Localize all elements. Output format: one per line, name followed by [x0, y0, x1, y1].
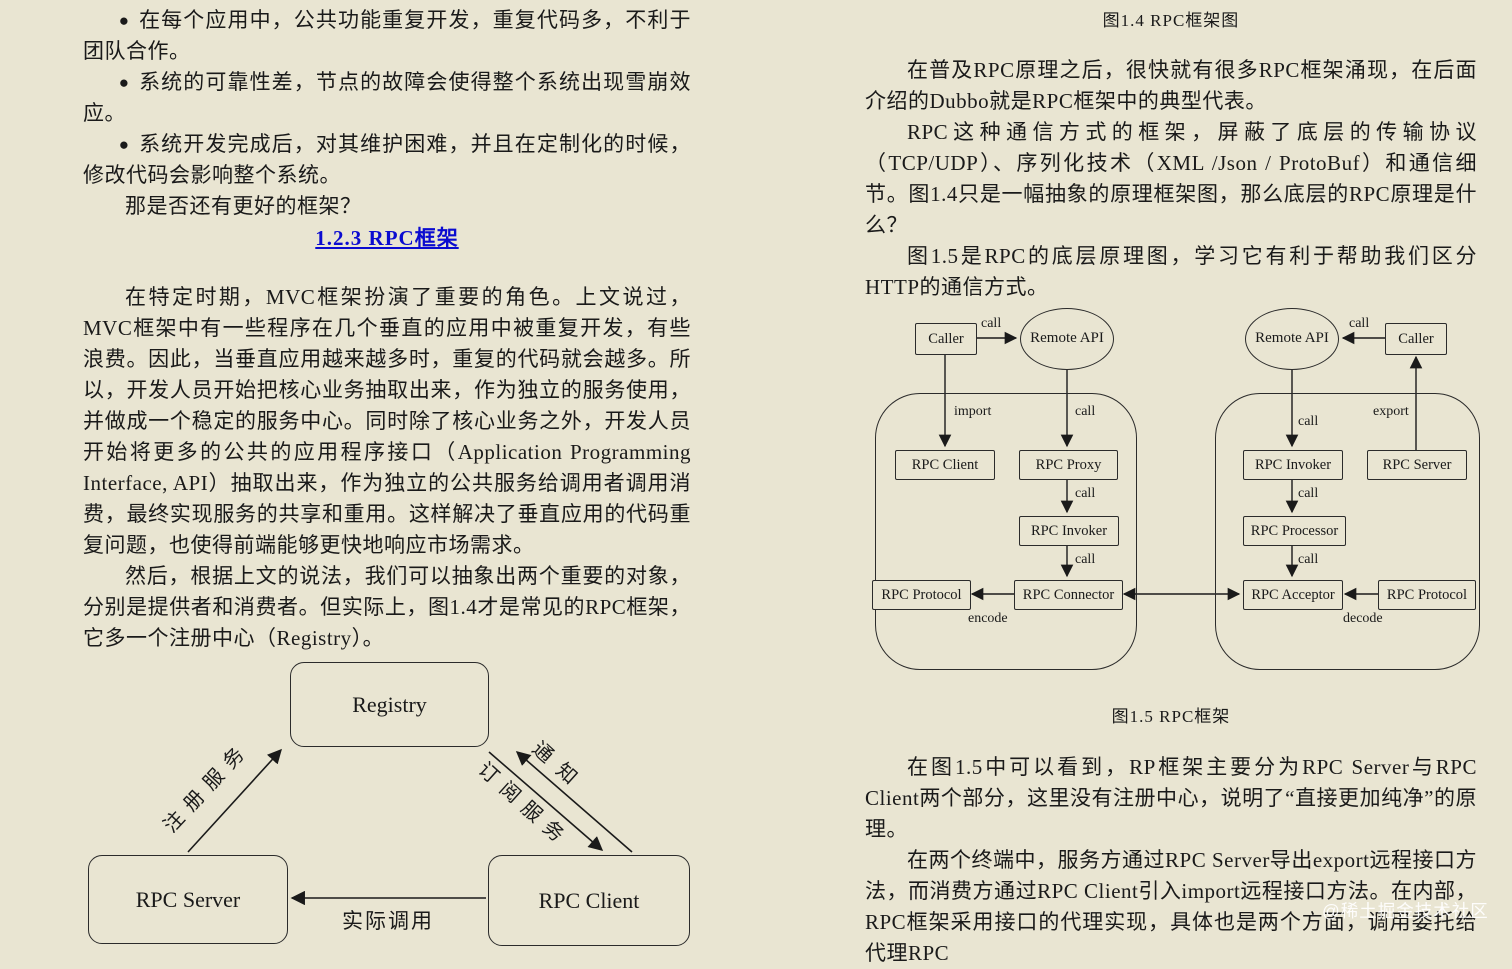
paragraph-registry: 然后，根据上文的说法，我们可以抽象出两个重要的对象，分别是提供者和消费者。但实际…	[83, 564, 691, 650]
remote-api-label: Remote API	[1255, 330, 1329, 347]
bullet-icon: ●	[118, 135, 131, 154]
rpc-client-label: RPC Client	[538, 887, 640, 913]
client-side-container	[875, 393, 1137, 670]
question-paragraph: 那是否还有更好的框架？	[125, 194, 362, 218]
rpc-protocol-node: RPC Protocol	[1378, 580, 1476, 610]
rpc-invoker-node: RPC Invoker	[1243, 450, 1343, 480]
registry-node: Registry	[290, 662, 489, 747]
call-label: call	[981, 316, 1002, 331]
notify-arrow	[488, 751, 604, 851]
paragraph-structure: 在图1.5中可以看到，RP框架主要分为RPC Server与RPC Client…	[865, 755, 1477, 841]
subscribe-arrow	[515, 751, 633, 853]
left-column-body: 在特定时期，MVC框架扮演了重要的角色。上文说过，MVC框架中有一些程序在几个垂…	[83, 282, 691, 654]
rpc-protocol-node: RPC Protocol	[872, 580, 971, 610]
bullet-text: 系统的可靠性差，节点的故障会使得整个系统出现雪崩效应。	[83, 70, 691, 125]
rpc-proxy-label: RPC Proxy	[1035, 456, 1102, 473]
page-root: { "page": { "background": "#e9e5d2", "te…	[83, 5, 1489, 965]
caller-node: Caller	[915, 323, 977, 355]
export-label: export	[1373, 404, 1409, 419]
rpc-client-node: RPC Client	[488, 855, 690, 946]
invoke-edge-label: 实际调用	[342, 909, 434, 933]
paragraph-terminal: 在两个终端中，服务方通过RPC Server导出export远程接口方法，而消费…	[865, 848, 1477, 965]
figure-rpc-registry-diagram: Registry RPC Server RPC Client 注册服务 通知 订…	[85, 653, 690, 946]
bullet-icon: ●	[118, 11, 131, 30]
right-column-top: 在普及RPC原理之后，很快就有很多RPC框架涌现，在后面介绍的Dubbo就是RP…	[865, 55, 1477, 303]
left-column: ●在每个应用中，公共功能重复开发，重复代码多，不利于团队合作。 ●系统的可靠性差…	[83, 5, 691, 222]
remote-api-node: Remote API	[1245, 308, 1339, 370]
decode-label: decode	[1343, 611, 1383, 626]
rpc-invoker-node: RPC Invoker	[1019, 516, 1119, 546]
rpc-acceptor-label: RPC Acceptor	[1251, 586, 1335, 603]
bullet-item: ●系统开发完成后，对其维护困难，并且在定制化的时候，修改代码会影响整个系统。	[83, 129, 691, 191]
rpc-client-node: RPC Client	[895, 450, 995, 480]
rpc-connector-label: RPC Connector	[1022, 586, 1115, 603]
figure15-caption: 图1.5 RPC框架	[1111, 707, 1231, 726]
rpc-server-node: RPC Server	[88, 855, 288, 944]
paragraph-rpc-intro: 在普及RPC原理之后，很快就有很多RPC框架涌现，在后面介绍的Dubbo就是RP…	[865, 58, 1477, 113]
rpc-invoker-label: RPC Invoker	[1030, 522, 1108, 539]
section-heading-row: 1.2.3 RPC框架	[83, 222, 691, 252]
remote-api-label: Remote API	[1030, 330, 1104, 347]
caller-label: Caller	[928, 330, 964, 347]
figure-arrows	[938, 331, 1423, 601]
figure14-caption: 图1.4 RPC框架图	[1102, 11, 1240, 30]
rpc-connector-node: RPC Connector	[1014, 580, 1123, 610]
bullet-text: 在每个应用中，公共功能重复开发，重复代码多，不利于团队合作。	[83, 8, 691, 63]
import-label: import	[954, 404, 992, 419]
section-heading-link[interactable]: 1.2.3 RPC框架	[315, 226, 459, 250]
figure-rpc-internal-diagram: Caller Remote API call import call RPC C…	[868, 298, 1480, 678]
bullet-icon: ●	[118, 73, 131, 92]
call-label: call	[1349, 316, 1370, 331]
rpc-server-label: RPC Server	[1382, 456, 1452, 473]
call-label: call	[1075, 552, 1096, 567]
caller-node: Caller	[1385, 323, 1447, 355]
right-column-bottom: 在图1.5中可以看到，RP框架主要分为RPC Server与RPC Client…	[865, 752, 1477, 969]
rpc-processor-label: RPC Processor	[1250, 522, 1339, 539]
rpc-server-label: RPC Server	[135, 886, 241, 912]
paragraph-rpc-shield: RPC这种通信方式的框架，屏蔽了底层的传输协议（TCP/UDP）、序列化技术（X…	[865, 120, 1477, 237]
caller-label: Caller	[1398, 330, 1434, 347]
register-arrow	[187, 748, 282, 853]
rpc-proxy-node: RPC Proxy	[1019, 450, 1118, 480]
call-label: call	[1075, 486, 1096, 501]
paragraph-mvc: 在特定时期，MVC框架扮演了重要的角色。上文说过，MVC框架中有一些程序在几个垂…	[83, 285, 691, 557]
bullet-item: ●系统的可靠性差，节点的故障会使得整个系统出现雪崩效应。	[83, 67, 691, 129]
rpc-client-label: RPC Client	[911, 456, 979, 473]
bullet-text: 系统开发完成后，对其维护困难，并且在定制化的时候，修改代码会影响整个系统。	[83, 132, 691, 187]
rpc-invoker-label: RPC Invoker	[1254, 456, 1332, 473]
registry-label: Registry	[352, 691, 427, 717]
watermark: @稀土掘金技术社区	[1322, 901, 1489, 921]
call-label: call	[1298, 552, 1319, 567]
encode-label: encode	[968, 611, 1008, 626]
call-label: call	[1298, 414, 1319, 429]
server-side-container	[1215, 393, 1480, 670]
remote-api-node: Remote API	[1020, 308, 1114, 370]
rpc-server-node: RPC Server	[1367, 450, 1467, 480]
figure-arrows	[187, 748, 633, 906]
paragraph-fig15-intro: 图1.5是RPC的底层原理图，学习它有利于帮助我们区分HTTP的通信方式。	[865, 244, 1477, 299]
call-label: call	[1075, 404, 1096, 419]
rpc-protocol-label: RPC Protocol	[1386, 586, 1468, 603]
rpc-processor-node: RPC Processor	[1243, 516, 1346, 546]
rpc-acceptor-node: RPC Acceptor	[1243, 580, 1343, 610]
call-label: call	[1298, 486, 1319, 501]
rpc-protocol-label: RPC Protocol	[881, 586, 962, 603]
bullet-item: ●在每个应用中，公共功能重复开发，重复代码多，不利于团队合作。	[83, 5, 691, 67]
